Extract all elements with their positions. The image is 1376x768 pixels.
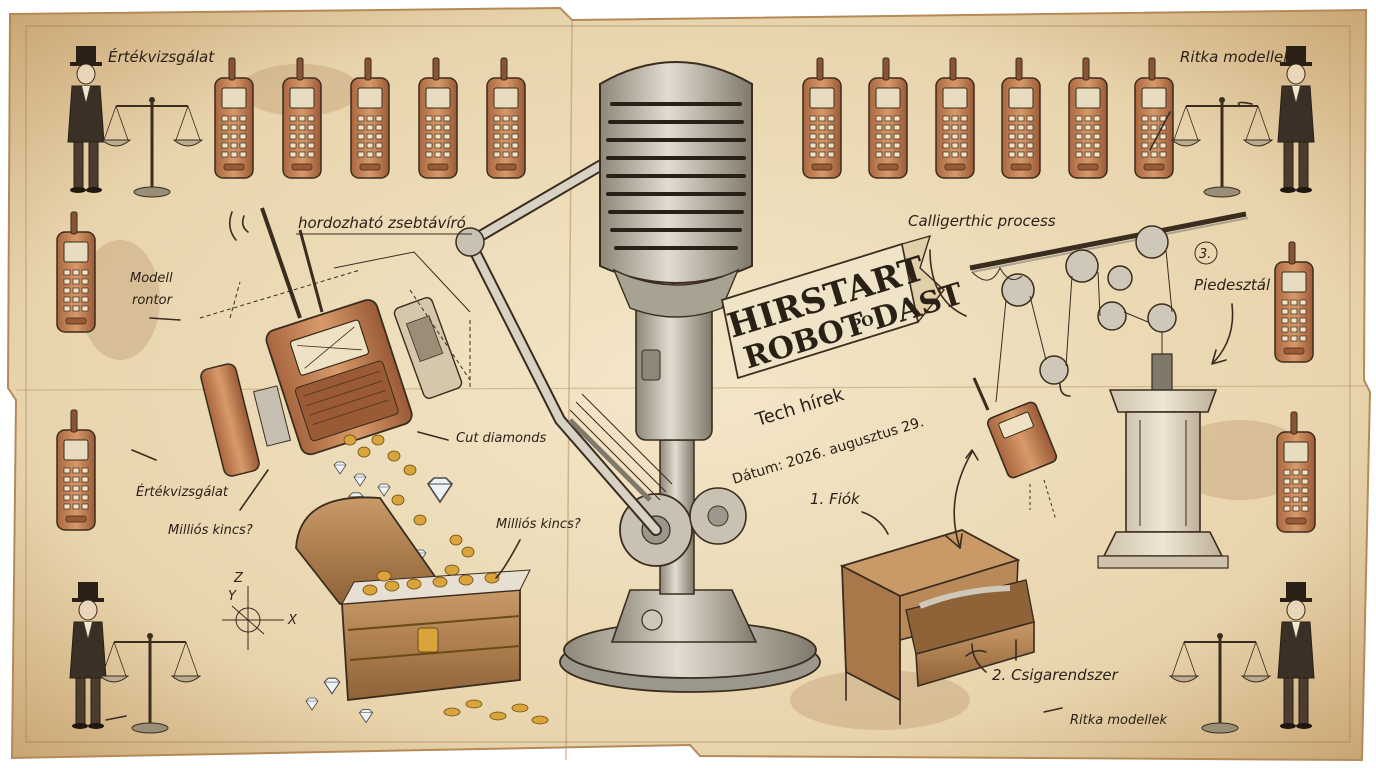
label-step3-pedestal: Piedesztál: [1194, 276, 1271, 294]
label-model-line1: Modell: [130, 271, 173, 286]
annotation-arrows: [105, 101, 1253, 721]
label-cut-diamonds: Cut diamonds: [456, 431, 546, 446]
label-rare-models-top-right: Ritka modellek: [1180, 48, 1293, 66]
label-valuation-left: Értékvizsgálat: [136, 484, 229, 500]
label-model-line2: rontor: [132, 293, 174, 308]
axis-x-label: X: [287, 613, 298, 628]
pedestal: [1097, 389, 1229, 569]
hanging-walkie-talkie: [972, 377, 1058, 521]
label-process: Calligerthic process: [908, 212, 1056, 230]
label-step2-pulley: 2. Csigarendszer: [992, 666, 1119, 684]
pulley-system: [969, 211, 1249, 403]
label-million-treasure-left: Milliós kincs?: [168, 523, 253, 538]
microphone-robot-arm: [455, 61, 821, 693]
banner-title-po: PO: [850, 312, 876, 334]
label-step3-number: 3.: [1199, 247, 1211, 262]
exploded-walkie-talkie: [199, 207, 471, 477]
label-valuation-top-left: Értékvizsgálat: [108, 47, 215, 66]
label-pocket-radio: hordozható zsebtávíró: [298, 214, 466, 232]
label-rare-models-bottom-right: Ritka modellek: [1070, 713, 1167, 728]
axis-gizmo: Z X Y: [222, 571, 298, 650]
label-step1-drawer: 1. Fiók: [810, 490, 861, 508]
label-million-treasure-chest: Milliós kincs?: [496, 517, 581, 532]
axis-y-label: Y: [228, 589, 237, 604]
wooden-drawer: [839, 529, 1035, 725]
treasure-chest: [295, 496, 549, 725]
axis-z-label: Z: [233, 571, 244, 586]
